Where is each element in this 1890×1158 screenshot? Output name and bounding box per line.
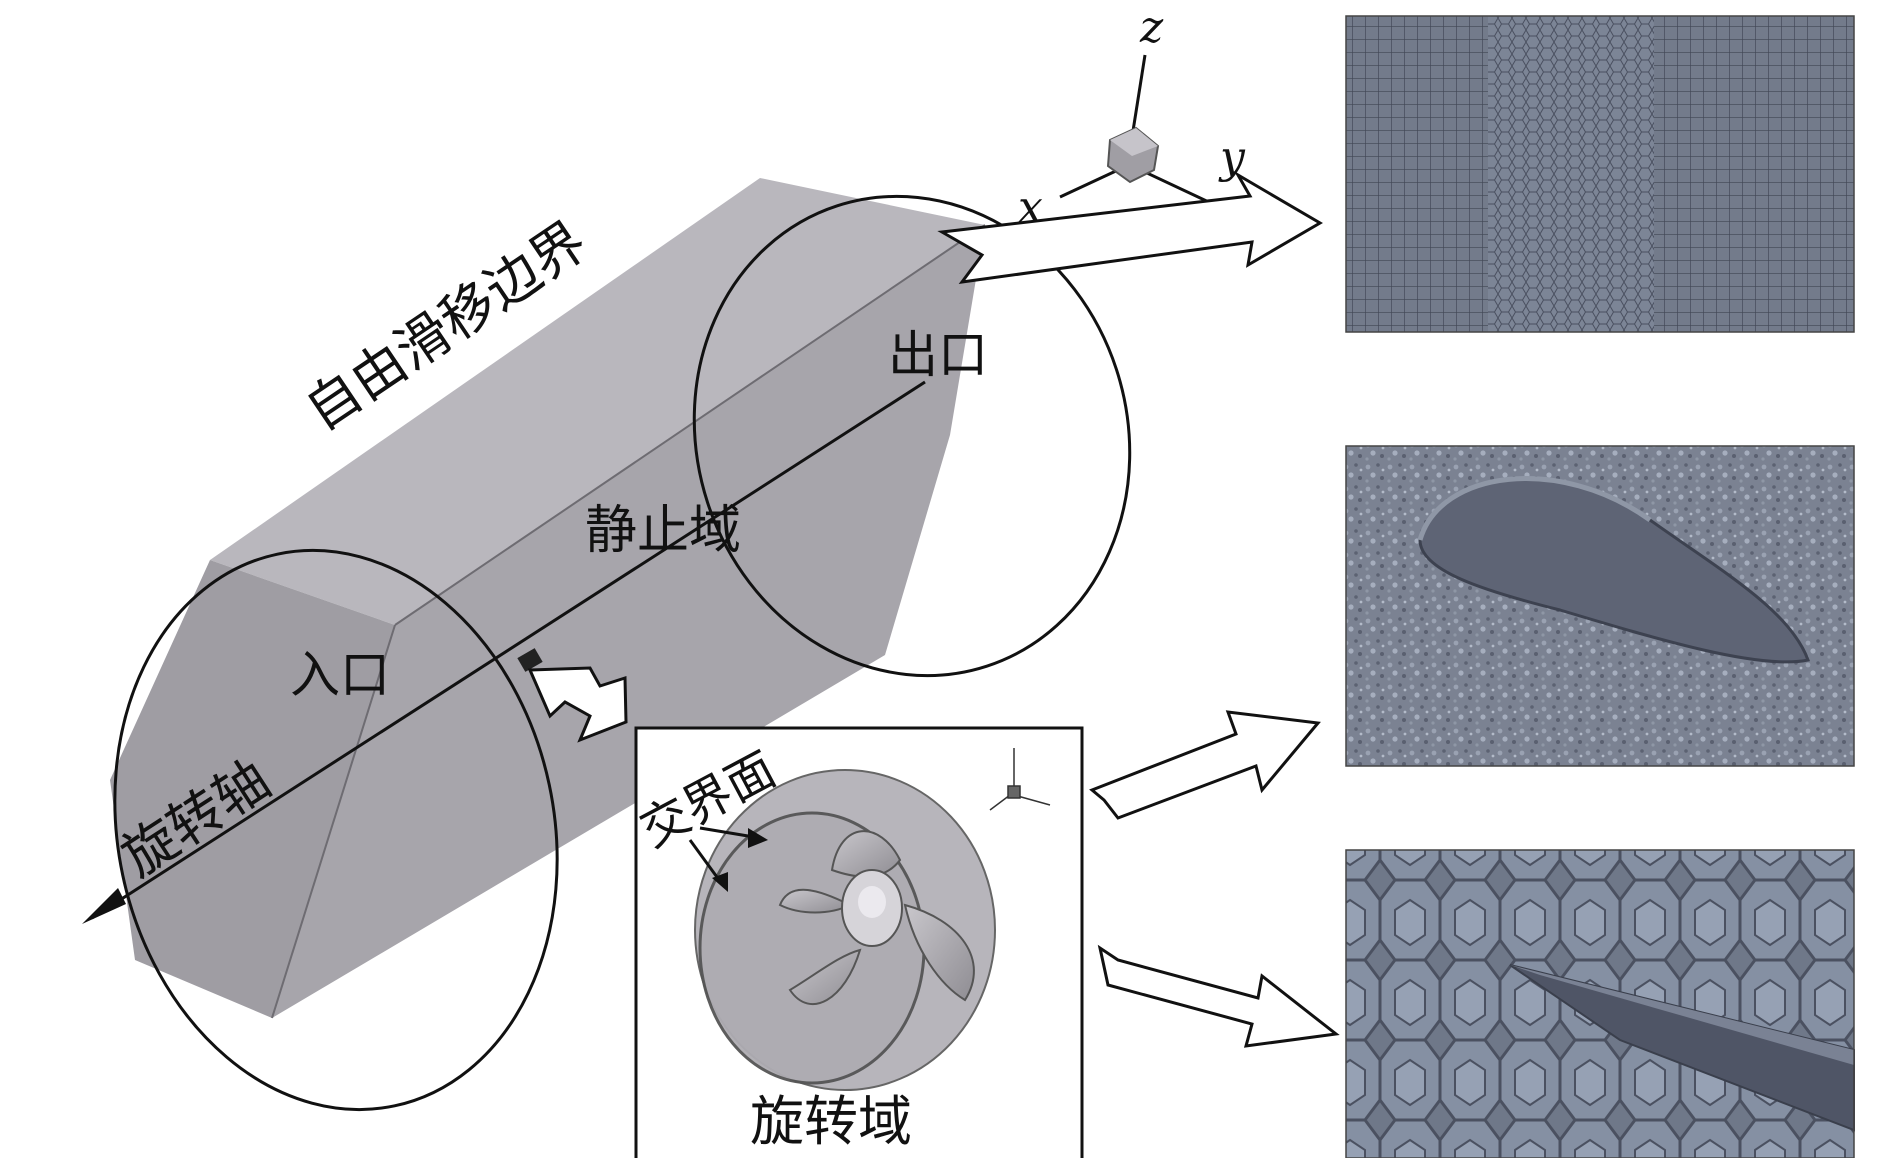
rotating-domain-label: 旋转域 [750,1090,912,1153]
domain-inlet-face [110,560,395,1018]
rotation-axis-arrowhead [82,888,126,924]
block-arrow-icon [1097,944,1340,1048]
inlet-label: 入口 [290,646,390,704]
mini-coordinate-triad-icon [989,748,1051,811]
mesh-panel-tip-detail [1345,849,1855,1158]
block-arrow-icon [527,666,628,743]
rotation-axis-line [91,380,926,920]
mesh-panel-structured [1345,15,1855,333]
y-axis-label: y [1218,132,1246,183]
inlet-circle [113,548,559,1112]
propeller-center-marker [517,648,543,672]
propeller-icon [778,830,975,1006]
stationary-domain-box [110,178,986,1019]
block-arrow-icon [937,170,1323,284]
domain-front-face [272,225,985,1018]
z-axis-label: z [1139,2,1164,53]
block-arrow-icon [1089,710,1321,820]
outlet-label: 出口 [888,326,988,384]
coordinate-triad-icon [1059,54,1231,214]
rotating-domain-inset: 交界面 旋转域 [631,726,1084,1158]
domain-top-face [210,178,985,625]
outlet-circle [692,194,1132,678]
mesh-panel-blade-surface [1345,445,1855,767]
stationary-domain-label: 静止域 [585,501,741,561]
